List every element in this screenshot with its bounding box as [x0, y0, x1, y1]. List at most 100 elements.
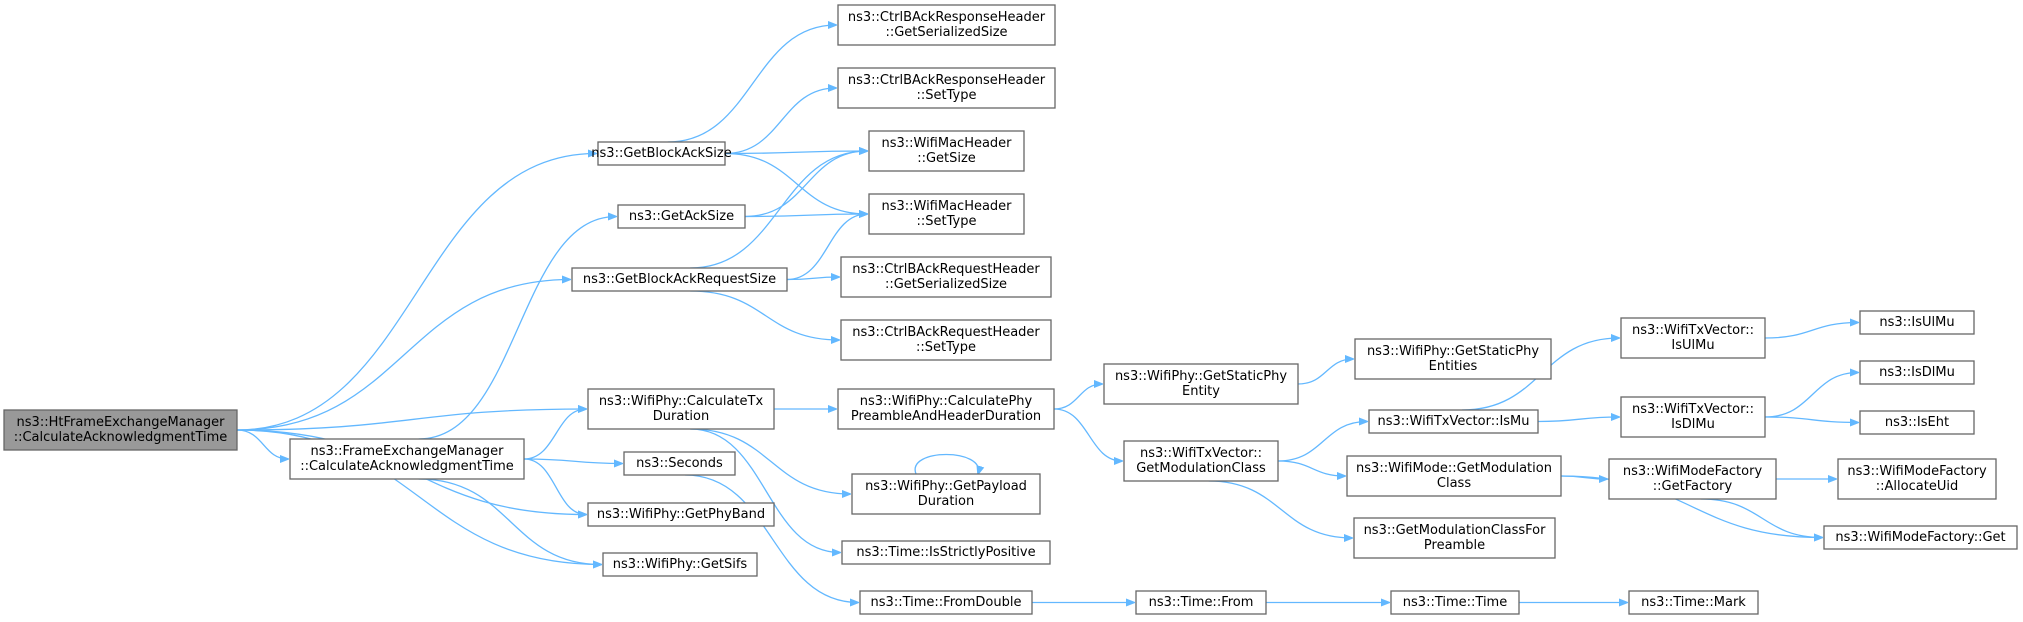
node-box[interactable] [1859, 310, 1975, 335]
node-box[interactable] [840, 319, 1052, 361]
graph-node-gbars[interactable]: ns3::GetBlockAckRequestSize [571, 267, 788, 292]
graph-node-isulmu[interactable]: ns3::IsUlMu [1859, 310, 1975, 335]
graph-node-fromdouble[interactable]: ns3::Time::FromDouble [859, 590, 1033, 615]
node-label: ns3::GetBlockAckSize [591, 146, 731, 161]
node-box[interactable] [859, 590, 1033, 615]
edge-isulmu_v-to-isulmu [1764, 323, 1858, 339]
edge-gbars-to-wmh_gs [690, 151, 867, 269]
edge-calcpre-to-getmodclass [1053, 408, 1122, 461]
graph-node-allocuid[interactable]: ns3::WifiModeFactory::AllocateUid [1837, 458, 1997, 500]
node-box[interactable] [1353, 517, 1556, 559]
node-box[interactable] [1135, 590, 1267, 615]
node-label: ns3::Time::Time [1403, 595, 1507, 610]
node-box[interactable] [1620, 317, 1766, 359]
graph-node-wmh_st[interactable]: ns3::WifiMacHeader::SetType [868, 193, 1025, 235]
node-box[interactable] [840, 256, 1052, 298]
edge-isdlmu_v-to-isdlmu [1764, 373, 1858, 418]
node-box[interactable] [1103, 363, 1299, 405]
node-box[interactable] [1620, 396, 1766, 438]
node-box[interactable] [1354, 338, 1552, 380]
graph-node-gas[interactable]: ns3::GetAckSize [617, 204, 746, 229]
graph-node-iseht[interactable]: ns3::IsEht [1859, 410, 1975, 435]
node-box[interactable] [1346, 455, 1562, 497]
node-box[interactable] [3, 409, 238, 451]
graph-node-cbarh_st[interactable]: ns3::CtrlBAckResponseHeader::SetType [837, 67, 1056, 109]
node-label: ::GetSize [917, 151, 976, 166]
node-box[interactable] [289, 438, 525, 480]
node-box[interactable] [868, 130, 1025, 172]
node-label: ns3::WifiPhy::CalculatePhy [860, 394, 1033, 409]
graph-node-modegetmod[interactable]: ns3::WifiMode::GetModulationClass [1346, 455, 1562, 497]
graph-node-wmh_gs[interactable]: ns3::WifiMacHeader::GetSize [868, 130, 1025, 172]
node-box[interactable] [851, 473, 1041, 515]
node-box[interactable] [1368, 409, 1539, 434]
node-box[interactable] [602, 552, 758, 577]
graph-node-gbas[interactable]: ns3::GetBlockAckSize [591, 141, 732, 166]
graph-node-calcpre[interactable]: ns3::WifiPhy::CalculatePhyPreambleAndHea… [837, 388, 1055, 430]
graph-node-seconds[interactable]: ns3::Seconds [623, 451, 736, 476]
node-box[interactable] [1608, 458, 1777, 500]
node-box[interactable] [617, 204, 746, 229]
graph-node-factget[interactable]: ns3::WifiModeFactory::Get [1823, 525, 2018, 550]
graph-node-cbareq_gs[interactable]: ns3::CtrlBAckRequestHeader::GetSerialize… [840, 256, 1052, 298]
graph-node-getfactory[interactable]: ns3::WifiModeFactory::GetFactory [1608, 458, 1777, 500]
node-box[interactable] [868, 193, 1025, 235]
graph-node-root[interactable]: ns3::HtFrameExchangeManager::CalculateAc… [3, 409, 238, 451]
node-box[interactable] [1123, 440, 1279, 482]
node-label: ns3::CtrlBAckRequestHeader [852, 262, 1040, 277]
node-box[interactable] [1837, 458, 1997, 500]
node-label: IsUlMu [1671, 338, 1714, 353]
edge-calctx-to-payload [690, 428, 850, 494]
node-box[interactable] [587, 502, 775, 527]
node-label: ns3::WifiTxVector::IsMu [1377, 414, 1529, 429]
graph-node-cbarh_gs[interactable]: ns3::CtrlBAckResponseHeader::GetSerializ… [837, 4, 1056, 46]
node-box[interactable] [623, 451, 736, 476]
node-box[interactable] [841, 540, 1051, 565]
graph-node-fem[interactable]: ns3::FrameExchangeManager::CalculateAckn… [289, 438, 525, 480]
node-label: ns3::Time::From [1149, 595, 1254, 610]
node-box[interactable] [837, 388, 1055, 430]
graph-node-isulmu_v[interactable]: ns3::WifiTxVector::IsUlMu [1620, 317, 1766, 359]
node-label: ns3::WifiTxVector:: [1632, 402, 1754, 417]
node-label: ns3::WifiPhy::GetSifs [613, 557, 748, 572]
graph-node-cbareq_st[interactable]: ns3::CtrlBAckRequestHeader::SetType [840, 319, 1052, 361]
node-box[interactable] [837, 4, 1056, 46]
graph-node-strict[interactable]: ns3::Time::IsStrictlyPositive [841, 540, 1051, 565]
edge-getmodclass-to-ismu [1277, 422, 1367, 462]
node-box[interactable] [571, 267, 788, 292]
edge-ismu-to-isdlmu_v [1537, 417, 1619, 423]
node-box[interactable] [1859, 410, 1975, 435]
node-label: ns3::GetBlockAckRequestSize [583, 272, 776, 287]
graph-node-getmodclass[interactable]: ns3::WifiTxVector::GetModulationClass [1123, 440, 1279, 482]
node-box[interactable] [1823, 525, 2018, 550]
node-box[interactable] [1628, 590, 1759, 615]
graph-node-getphyband[interactable]: ns3::WifiPhy::GetPhyBand [587, 502, 775, 527]
node-box[interactable] [837, 67, 1056, 109]
graph-node-isdlmu_v[interactable]: ns3::WifiTxVector::IsDlMu [1620, 396, 1766, 438]
node-box[interactable] [1390, 590, 1520, 615]
graph-node-ismu[interactable]: ns3::WifiTxVector::IsMu [1368, 409, 1539, 434]
graph-node-getsifs[interactable]: ns3::WifiPhy::GetSifs [602, 552, 758, 577]
node-box[interactable] [1859, 360, 1975, 385]
edge-root-to-calctx [236, 409, 586, 431]
graph-node-isdlmu[interactable]: ns3::IsDlMu [1859, 360, 1975, 385]
node-label: Duration [918, 494, 974, 509]
node-box[interactable] [597, 141, 726, 166]
node-box[interactable] [587, 388, 775, 430]
node-label: ::GetFactory [1653, 479, 1733, 494]
node-label: ns3::CtrlBAckRequestHeader [852, 325, 1040, 340]
graph-node-from[interactable]: ns3::Time::From [1135, 590, 1267, 615]
node-label: ns3::WifiMacHeader [881, 199, 1012, 214]
edge-fem-to-seconds [523, 458, 622, 464]
graph-node-time[interactable]: ns3::Time::Time [1390, 590, 1520, 615]
graph-node-mark[interactable]: ns3::Time::Mark [1628, 590, 1759, 615]
edge-getmodclass-to-modegetmod [1277, 460, 1345, 476]
node-label: ns3::WifiPhy::CalculateTx [599, 394, 764, 409]
node-label: ns3::FrameExchangeManager [310, 444, 504, 459]
edge-root-to-getsifs [236, 429, 601, 565]
